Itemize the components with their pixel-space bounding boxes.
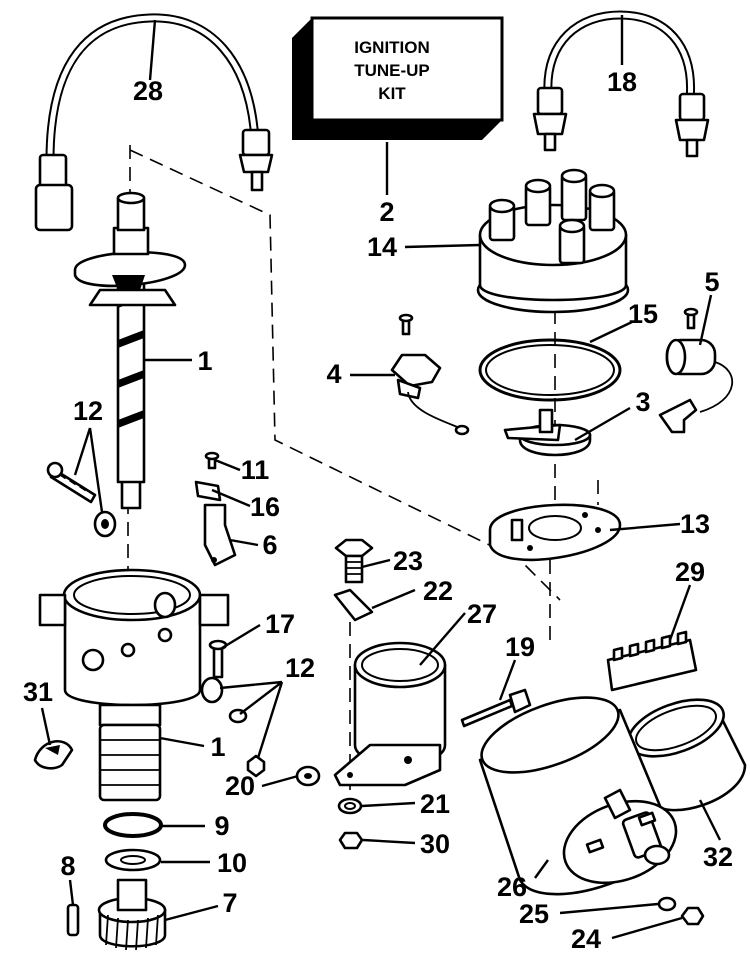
callout-21: 21 [420,789,450,819]
o-ring-and-washer [103,812,163,872]
callout-17: 17 [265,609,295,639]
ignition-coil [478,696,678,896]
bolt-and-bracket [333,538,374,622]
callout-1-housing: 1 [210,732,225,762]
callout-1-shaft: 1 [197,346,212,376]
callout-14: 14 [367,232,397,262]
callout-27: 27 [467,599,497,629]
mounting-screw-and-grommet [46,461,117,538]
callout-16: 16 [250,492,280,522]
cap-gasket [478,338,622,402]
callout-24: 24 [571,924,601,954]
callout-5: 5 [704,267,719,297]
callout-19: 19 [505,632,535,662]
callout-28: 28 [133,76,163,106]
callout-12-mid: 12 [285,653,315,683]
callout-3: 3 [635,387,650,417]
distributor-cap [476,168,630,314]
pin-grommet-washer-nut [200,639,266,778]
breaker-plate [488,503,622,562]
kit-label-line1: IGNITION [354,38,430,57]
distributor-housing [38,568,230,802]
callout-30: 30 [420,829,450,859]
callout-4: 4 [326,359,341,389]
points-set [390,313,470,436]
spark-plug-wire-right [532,10,710,158]
callout-8: 8 [60,851,75,881]
callout-20: 20 [225,771,255,801]
callout-10: 10 [217,848,247,878]
callout-numbers: 28 2 18 14 1 15 5 4 3 12 11 16 6 13 23 2… [23,67,733,954]
callout-23: 23 [393,546,423,576]
kit-label-line2: TUNE-UP [354,61,430,80]
condenser [658,307,733,434]
callout-7: 7 [222,888,237,918]
callout-29: 29 [675,557,705,587]
terminal-strip [606,630,698,692]
callout-26: 26 [497,872,527,902]
callout-6: 6 [262,530,277,560]
coil-bolt-and-nuts [295,688,532,850]
callout-25: 25 [519,899,549,929]
distributor-shaft-assembly [73,191,187,510]
coil-sleeve [626,698,747,812]
rotor [503,408,592,457]
callout-11: 11 [241,455,270,485]
callout-2: 2 [379,197,394,227]
leader-lines [40,15,722,940]
callout-32: 32 [703,842,733,872]
tune-up-kit-box: IGNITION TUNE-UP KIT [292,16,504,140]
callout-22: 22 [423,576,453,606]
kit-label-line3: KIT [378,84,406,103]
coil-mounting-bracket [333,641,447,787]
callout-31: 31 [23,677,53,707]
spark-plug-wire-left [34,13,274,232]
screw-clip-bracket [194,451,237,567]
clip-31 [33,740,74,770]
callout-18: 18 [607,67,637,97]
pin-and-drive-gear [66,878,167,951]
callout-9: 9 [214,811,229,841]
callout-13: 13 [680,509,710,539]
terminal-nuts [657,896,705,926]
callout-12-top: 12 [73,396,103,426]
callout-15: 15 [628,299,658,329]
